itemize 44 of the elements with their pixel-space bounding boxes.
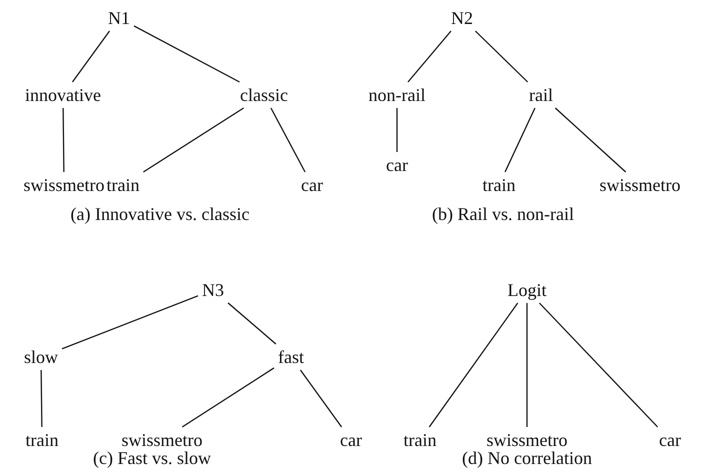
tree-branch-line xyxy=(504,108,536,172)
tree-node-label: rail xyxy=(528,85,554,105)
tree-node-label: train xyxy=(402,430,438,450)
tree-node-label: swissmetro xyxy=(22,175,106,195)
tree-node-label: slow xyxy=(23,347,59,367)
tree-node-label: N1 xyxy=(107,8,131,28)
tree-branch-line xyxy=(62,295,198,350)
tree-branch-line xyxy=(300,370,342,428)
tree-branch-line xyxy=(228,302,276,344)
tree-node-label: train xyxy=(106,175,140,195)
tree-node-label: innovative xyxy=(24,85,102,105)
tree-branch-line xyxy=(182,367,274,428)
tree-branch-line xyxy=(270,108,306,172)
tree-node-label: Logit xyxy=(506,280,548,300)
tree-node-label: swissmetro xyxy=(120,430,204,450)
subfigure-caption: (c) Fast vs. slow xyxy=(92,448,212,468)
tree-branch-line xyxy=(396,108,398,152)
tree-node-label: car xyxy=(300,175,324,195)
tree-branch-line xyxy=(526,303,528,427)
tree-branch-line xyxy=(40,370,42,427)
tree-node-label: non-rail xyxy=(368,85,426,105)
tree-branch-line xyxy=(554,108,626,172)
tree-node-label: N3 xyxy=(201,280,225,300)
tree-node-label: car xyxy=(339,430,363,450)
tree-branch-line xyxy=(62,108,64,172)
tree-branch-line xyxy=(408,30,452,82)
tree-node-label: fast xyxy=(277,347,305,367)
tree-node-label: car xyxy=(385,155,409,175)
subfigure-caption: (d) No correlation xyxy=(461,448,593,468)
tree-branch-line xyxy=(428,302,518,428)
tree-branch-line xyxy=(134,25,240,83)
tree-branch-line xyxy=(72,30,110,82)
tree-node-label: train xyxy=(24,430,60,450)
tree-node-label: car xyxy=(658,430,682,450)
tree-node-label: swissmetro xyxy=(598,175,682,195)
tree-node-label: swissmetro xyxy=(486,430,568,450)
subfigure-caption: (a) Innovative vs. classic xyxy=(70,204,250,224)
tree-branch-line xyxy=(538,302,658,428)
tree-node-label: classic xyxy=(239,85,289,105)
tree-branch-line xyxy=(143,108,244,172)
tree-node-label: N2 xyxy=(450,8,474,28)
tree-node-label: train xyxy=(482,175,516,195)
subfigure-caption: (b) Rail vs. non-rail xyxy=(431,204,575,224)
tree-branch-line xyxy=(474,30,528,82)
